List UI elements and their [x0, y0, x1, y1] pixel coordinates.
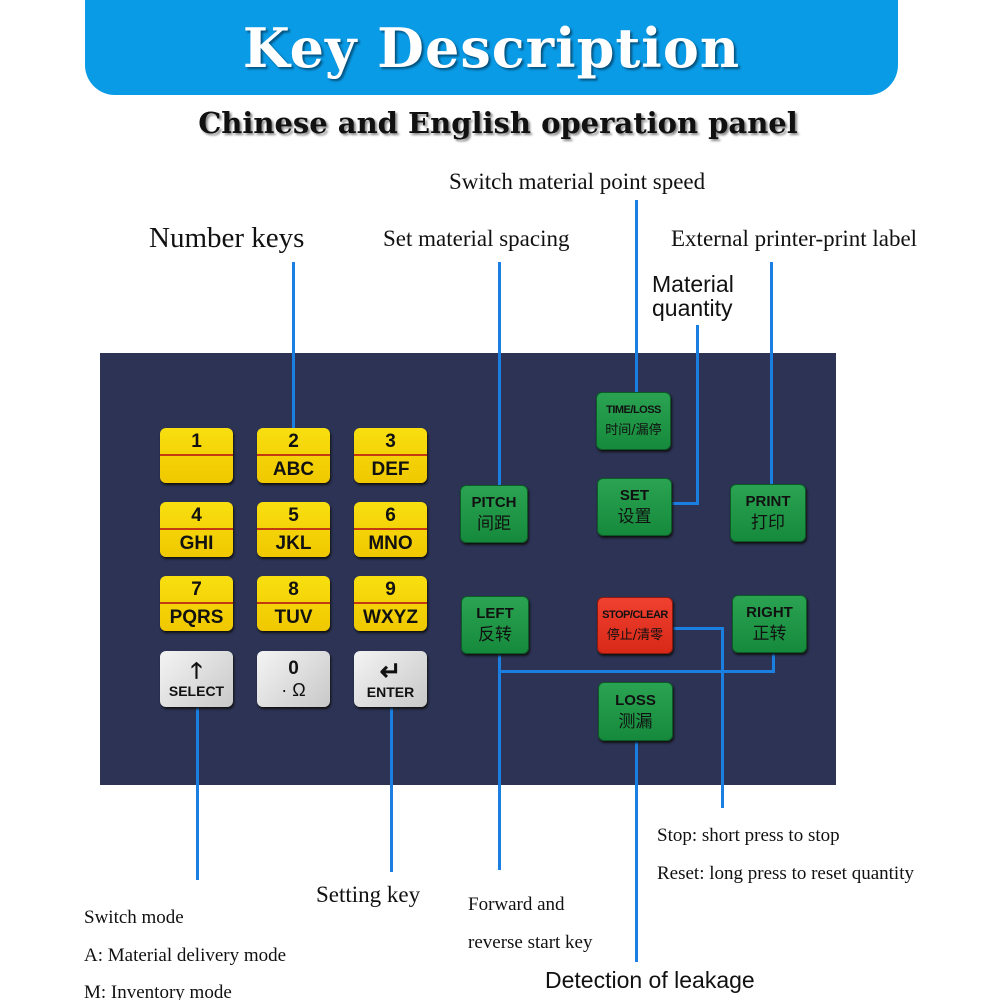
connector-time-loss [635, 200, 638, 392]
connector-set-v [696, 325, 699, 505]
connector-print [770, 262, 773, 484]
enter-arrow-icon: ↵ [379, 656, 402, 686]
operation-panel [100, 353, 836, 785]
label-forward-reverse: Forward and reverse start key [468, 894, 593, 953]
label-number-keys: Number keys [149, 222, 305, 254]
subtitle: Chinese and English operation panel [198, 106, 798, 140]
connector-loss [635, 740, 638, 962]
connector-enter [390, 707, 393, 872]
connector-right-v [772, 652, 775, 673]
title-banner: Key Description [85, 0, 898, 95]
label-detection-leakage: Detection of leakage [545, 967, 755, 993]
connector-left-right-h [498, 670, 775, 673]
number-key-1[interactable]: 1 [160, 428, 233, 483]
connector-set-h [671, 502, 699, 505]
connector-number-keys [292, 262, 295, 428]
connector-stop-v [721, 627, 724, 808]
select-key[interactable]: 🡑 SELECT [160, 651, 233, 707]
connector-left-v [498, 653, 501, 870]
connector-select [196, 707, 199, 880]
label-set-material-spacing: Set material spacing [383, 226, 570, 251]
connector-pitch [498, 262, 501, 485]
connector-stop-h [672, 627, 724, 630]
label-switch-point-speed: Switch material point speed [449, 169, 706, 194]
arrow-up-icon: 🡑 [190, 658, 203, 683]
label-material-quantity: Material quantity [652, 271, 734, 321]
label-stop-reset: Stop: short press to stop Reset: long pr… [657, 825, 914, 884]
zero-key[interactable]: 0 · Ω [257, 651, 330, 707]
label-setting-key: Setting key [316, 882, 421, 907]
page-title: Key Description [242, 15, 741, 80]
label-switch-mode: Switch mode A: Material delivery mode M:… [84, 907, 287, 1000]
label-external-printer: External printer-print label [671, 226, 918, 251]
enter-key[interactable]: ↵ ENTER [354, 651, 427, 707]
